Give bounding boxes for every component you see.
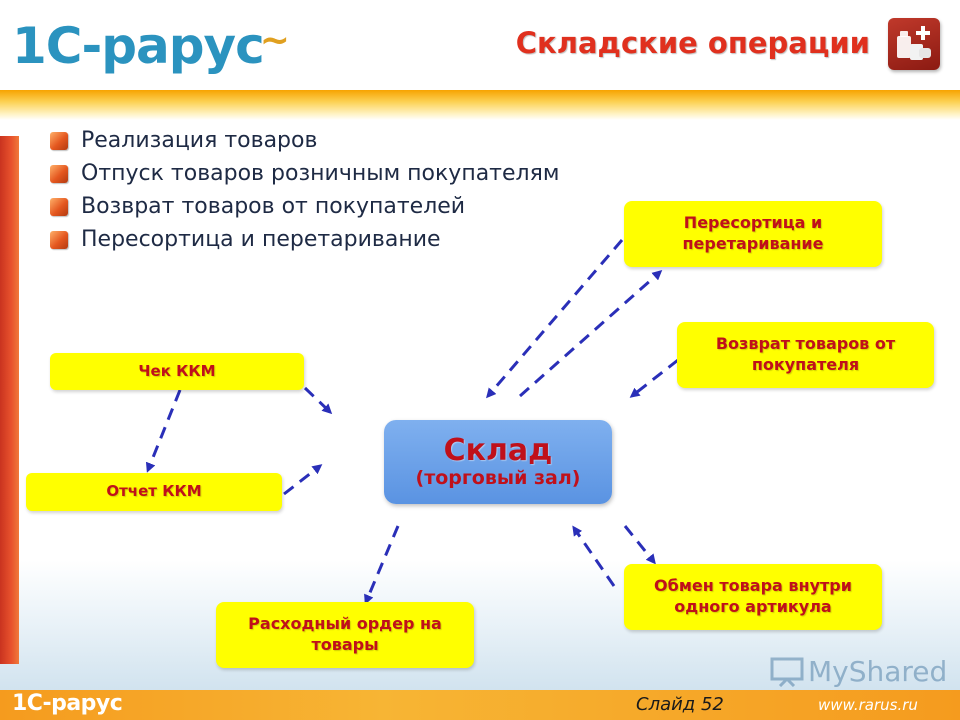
slide-title: Складские операции <box>515 26 870 60</box>
node-exchange: Обмен товара внутри одного артикула <box>624 564 882 630</box>
footer: 1С-рарус Слайд 52 www.rarus.ru <box>0 690 960 720</box>
cube-bullet-icon <box>50 197 68 216</box>
arrow-report-to-warehouse <box>283 464 323 496</box>
left-accent-bar <box>0 136 19 664</box>
cube-bullet-icon <box>50 131 68 150</box>
bullet-item: Пересортица и перетаривание <box>50 223 559 256</box>
bullet-text: Отпуск товаров розничным покупателям <box>81 161 560 186</box>
footer-logo: 1С-рарус <box>12 691 123 716</box>
arrow-receipt-to-warehouse <box>303 386 333 415</box>
bullet-text: Реализация товаров <box>81 128 318 153</box>
arrow-return <box>629 358 679 398</box>
top-band <box>0 90 960 120</box>
node-return: Возврат товаров от покупателя <box>677 322 934 388</box>
arrow-warehouse-to-exchange <box>623 525 656 565</box>
logo-text: 1С-рарус <box>12 17 265 75</box>
logo: 1С-рарус ~ <box>12 18 302 74</box>
warehouse-products-icon <box>888 18 940 70</box>
warehouse-subtitle: (торговый зал) <box>415 466 581 489</box>
bullet-item: Возврат товаров от покупателей <box>50 190 559 223</box>
bullet-list: Реализация товаров Отпуск товаров рознич… <box>50 124 559 256</box>
arrow-warehouse-to-expense <box>364 525 400 605</box>
arrow-regrade-in <box>486 239 624 399</box>
node-receipt: Чек ККМ <box>50 353 304 390</box>
arrow-exchange-to-warehouse <box>572 525 616 587</box>
arrow-regrade-out <box>519 270 663 398</box>
watermark: MyShared <box>770 655 947 688</box>
footer-url[interactable]: www.rarus.ru <box>818 696 918 714</box>
bullet-item: Реализация товаров <box>50 124 559 157</box>
bullet-text: Пересортица и перетаривание <box>81 227 441 252</box>
logo-swoosh-icon: ~ <box>259 19 290 61</box>
node-report: Отчет ККМ <box>26 473 282 511</box>
slide-number: Слайд 52 <box>636 694 724 715</box>
node-regrade: Пересортица и перетаривание <box>624 201 882 267</box>
bullet-text: Возврат товаров от покупателей <box>81 194 466 219</box>
node-warehouse: Склад (торговый зал) <box>384 420 612 504</box>
arrow-receipt-to-report <box>145 389 182 473</box>
watermark-text: MyShared <box>808 655 948 688</box>
bullet-item: Отпуск товаров розничным покупателям <box>50 157 559 190</box>
cube-bullet-icon <box>50 230 68 249</box>
node-expense: Расходный ордер на товары <box>216 602 474 668</box>
warehouse-title: Склад <box>443 432 553 468</box>
cube-bullet-icon <box>50 164 68 183</box>
presentation-board-icon <box>770 657 804 687</box>
